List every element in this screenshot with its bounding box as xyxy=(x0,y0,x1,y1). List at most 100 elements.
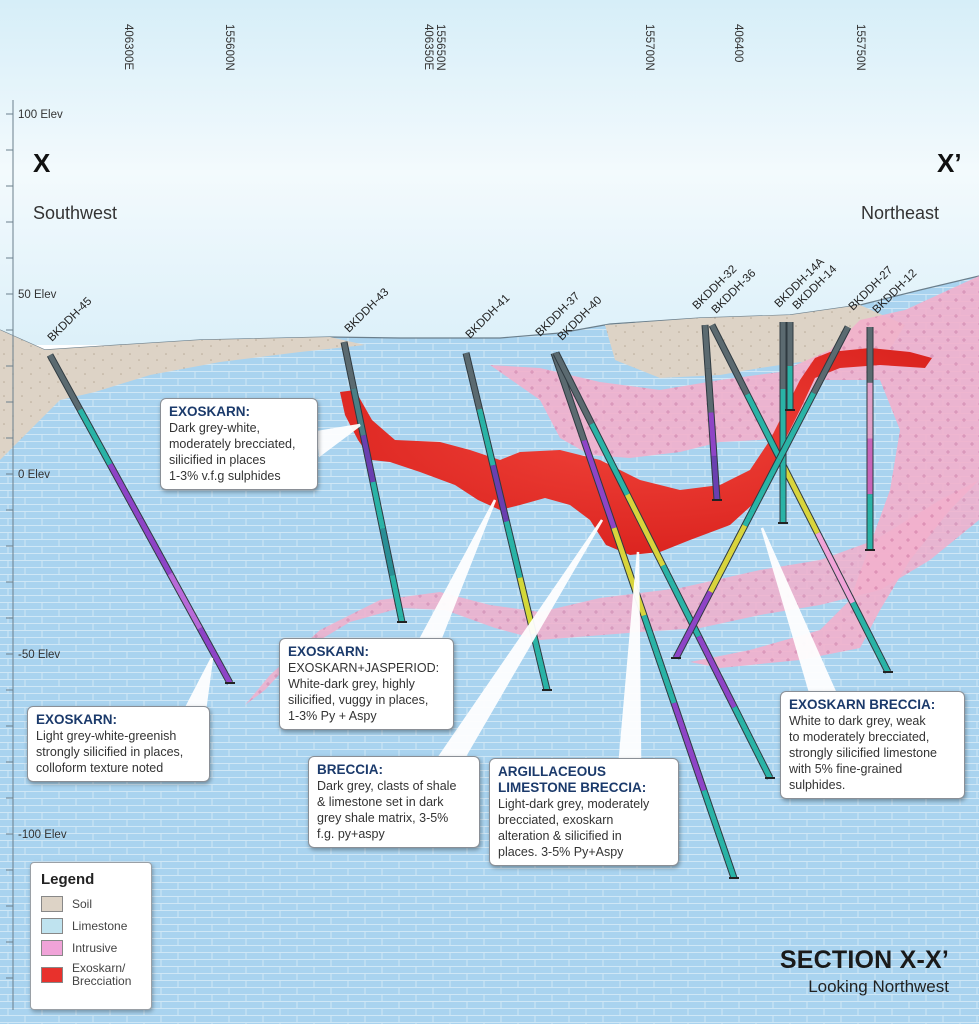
legend-label: Soil xyxy=(72,896,93,911)
drill-hole-bkddh-45 xyxy=(46,353,235,685)
drill-hole-interval xyxy=(673,590,713,660)
callout-leaders xyxy=(182,423,837,760)
drill-hole-interval xyxy=(701,789,737,879)
drill-hole-interval xyxy=(850,601,891,674)
drill-hole-bkddh-36 xyxy=(708,323,893,674)
drill-hole-bkddh-32 xyxy=(701,324,722,501)
drill-hole-interval xyxy=(671,702,707,792)
legend-title: Legend xyxy=(41,871,95,888)
direction-northeast: Northeast xyxy=(861,203,940,223)
callout-line: & limestone set in dark xyxy=(317,795,444,809)
drill-hole-interval xyxy=(197,627,233,685)
drill-holes xyxy=(46,322,893,880)
drill-hole-interval xyxy=(341,341,357,390)
drill-hole-interval xyxy=(705,368,714,413)
callout-line: with 5% fine-grained xyxy=(789,762,903,776)
coord-406300E: 406300E xyxy=(122,24,134,70)
drill-hole-interval xyxy=(531,633,550,691)
callout-line: strongly silicified in places, xyxy=(36,745,184,759)
drill-hole-interval xyxy=(811,325,851,395)
drill-hole-interval xyxy=(389,574,405,623)
drill-hole-interval xyxy=(708,524,748,593)
callout-line: f.g. py+aspy xyxy=(317,827,385,841)
legend-swatch-limestone xyxy=(41,918,63,934)
drill-hole-interval xyxy=(167,572,203,630)
soil-left xyxy=(0,330,365,460)
drill-hole-interval xyxy=(137,517,173,575)
callout-line: silicified in places xyxy=(169,453,266,467)
callout-argillaceous-limestone-breccia: ARGILLACEOUS LIMESTONE BRECCIA: Light-da… xyxy=(489,758,679,866)
elev-label-50: 50 Elev xyxy=(18,289,57,301)
callout-breccia: BRECCIA: Dark grey, clasts of shale & li… xyxy=(308,756,480,848)
coord-406400: 406400 xyxy=(732,24,744,62)
drill-hole-interval xyxy=(504,520,523,579)
callout-title: ARGILLACEOUS LIMESTONE BRECCIA: xyxy=(498,764,647,795)
legend-item-exoskarn: Exoskarn/ Brecciation xyxy=(41,962,141,988)
callout-line: silicified, vuggy in places, xyxy=(288,693,429,707)
elev-label-0: 0 Elev xyxy=(18,469,50,481)
elevation-ticks xyxy=(6,113,13,979)
drill-hole-interval xyxy=(581,439,617,529)
legend-swatch-exoskarn xyxy=(41,967,63,983)
elev-label-neg50: -50 Elev xyxy=(18,649,60,661)
section-title-block: SECTION X-X’ Looking Northwest xyxy=(780,946,949,997)
drill-hole-interval xyxy=(696,635,737,709)
legend-item-limestone: Limestone xyxy=(41,918,141,934)
drill-hole-interval xyxy=(711,456,720,501)
drill-hole-interval xyxy=(744,393,785,465)
drill-hole-interval xyxy=(742,458,782,527)
drill-hole-interval xyxy=(107,463,143,521)
callout-exoskarn-lower: EXOSKARN: Light grey-white-greenish stro… xyxy=(27,706,210,782)
elev-label-neg100: -100 Elev xyxy=(18,829,67,841)
drill-hole-interval xyxy=(815,532,856,604)
legend-label: Intrusive xyxy=(72,940,118,955)
callout-line: grey shale matrix, 3-5% xyxy=(317,811,449,825)
callout-title: EXOSKARN BRECCIA: xyxy=(789,697,936,712)
drill-hole-interval xyxy=(709,323,750,396)
drill-hole-interval xyxy=(477,408,496,466)
coord-406350E: 406350E xyxy=(422,24,434,70)
callout-exoskarn-jasperoid: EXOSKARN: EXOSKARN+JASPERIOD: White-dark… xyxy=(279,638,454,730)
callout-exoskarn-upper: EXOSKARN: Dark grey-white, moderately br… xyxy=(160,398,318,490)
intrusive-body-lower xyxy=(245,480,979,705)
drill-hole-interval xyxy=(589,422,630,496)
callout-exoskarn-breccia: EXOSKARN BRECCIA: White to dark grey, we… xyxy=(780,691,965,799)
drill-hole-interval xyxy=(463,352,482,410)
drill-hole-bkddh-40 xyxy=(552,351,775,780)
callout-title: EXOSKARN: xyxy=(288,644,370,659)
drill-hole-interval xyxy=(553,351,594,425)
callout-line: 1-3% v.f.g sulphides xyxy=(169,469,281,483)
callout-line: Dark grey-white, xyxy=(169,421,260,435)
exoskarn-body xyxy=(340,348,932,555)
callout-title: EXOSKARN: xyxy=(169,404,251,419)
coord-155650N: 155650N xyxy=(434,24,446,71)
drill-hole-interval xyxy=(780,462,820,535)
legend-label: Limestone xyxy=(72,918,128,933)
callout-line: Light grey-white-greenish xyxy=(36,729,177,743)
callout-line: EXOSKARN+JASPERIOD: xyxy=(288,661,440,675)
legend-item-intrusive: Intrusive xyxy=(41,940,141,956)
section-end-right: X’ xyxy=(937,148,962,178)
drill-hole-interval xyxy=(77,408,113,466)
legend-swatch-intrusive xyxy=(41,940,63,956)
drill-hole-bkddh-27 xyxy=(671,325,852,660)
callout-line: 1-3% Py + Aspy xyxy=(288,709,377,723)
drill-hole-interval xyxy=(776,392,816,461)
callout-line: Light-dark grey, moderately xyxy=(498,797,650,811)
coord-155700N: 155700N xyxy=(643,24,655,71)
coord-155750N: 155750N xyxy=(854,24,866,71)
drill-hole-interval xyxy=(380,528,395,576)
drill-hole-interval xyxy=(370,481,386,530)
callout-line: brecciated, exoskarn xyxy=(498,813,614,827)
drill-hole-interval xyxy=(641,614,677,704)
drill-hole-interval xyxy=(490,464,509,523)
legend-label: Exoskarn/ Brecciation xyxy=(72,961,132,988)
drill-hole-interval xyxy=(625,493,666,567)
direction-southwest: Southwest xyxy=(33,203,118,223)
drill-hole-bkddh-37 xyxy=(550,351,739,880)
callout-line: Dark grey, clasts of shale xyxy=(317,779,457,793)
callout-line: strongly silicified limestone xyxy=(789,746,937,760)
callout-title: BRECCIA: xyxy=(317,762,383,777)
callout-line: White-dark grey, highly xyxy=(288,677,415,691)
